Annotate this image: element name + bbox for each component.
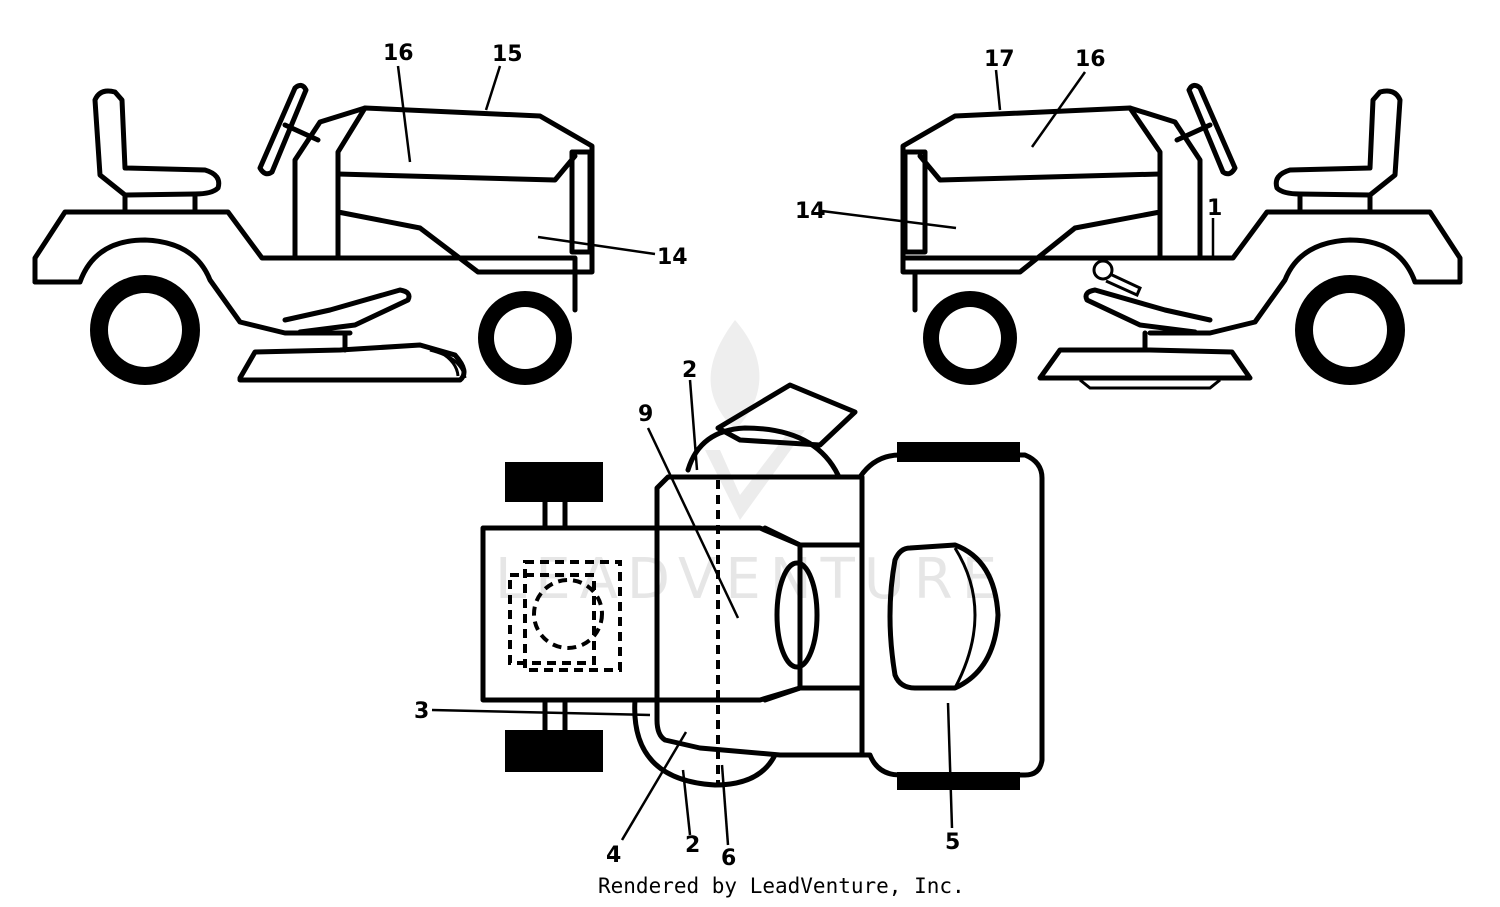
left-foot-pedal (282, 287, 412, 335)
tractor-right-side-view (900, 82, 1463, 390)
top-rear-tire-lower (505, 730, 603, 772)
left-rear-fender (32, 209, 578, 313)
right-lever (1105, 272, 1142, 297)
callout-right-17: 17 (984, 47, 1015, 72)
callout-top-5: 5 (945, 830, 960, 855)
right-mower-deck (1037, 347, 1253, 381)
top-deck-upper-arc (685, 425, 841, 478)
left-hood (335, 105, 595, 275)
left-dash (292, 105, 368, 261)
left-grille (569, 149, 593, 255)
leader-left-14 (537, 235, 656, 256)
leader-right-16 (1030, 71, 1087, 148)
top-engine-cover-detail (953, 547, 977, 689)
right-frame-lower (1147, 237, 1463, 336)
top-discharge-chute (715, 382, 858, 448)
leader-left-16 (396, 65, 412, 163)
callout-left-14: 14 (657, 245, 688, 270)
leader-top-9 (646, 427, 740, 619)
callout-bottom-2: 2 (685, 833, 700, 858)
left-hood-line (335, 153, 578, 183)
watermark-flame-icon (710, 320, 760, 430)
callout-top-6: 6 (721, 846, 736, 871)
top-engine-cover (887, 542, 1001, 691)
callout-top-4: 4 (606, 843, 621, 868)
right-seat-back (1273, 88, 1403, 198)
top-rear-axle-upper (542, 499, 568, 531)
top-rear-tire-upper (505, 462, 603, 502)
right-rear-hub (1313, 293, 1387, 367)
leader-right-17 (994, 69, 1002, 111)
callout-right-1: 1 (1207, 196, 1222, 221)
right-lever-knob (1092, 259, 1114, 281)
watermark: LEADVENTURE (495, 320, 1006, 612)
top-fuel-cap (532, 578, 604, 650)
leader-top-2 (688, 379, 699, 471)
top-front-tire-upper (897, 442, 1020, 462)
callout-left-15: 15 (492, 42, 523, 67)
watermark-text: LEADVENTURE (495, 547, 1006, 612)
right-grille (902, 149, 928, 255)
left-seat-back (92, 88, 222, 198)
left-seat-post (122, 191, 198, 215)
callout-top-2: 2 (682, 358, 697, 383)
footer-credit: Rendered by LeadVenture, Inc. (598, 874, 965, 898)
tractor-left-side-view (32, 82, 595, 385)
top-frame (654, 452, 1045, 778)
right-deck-skirt (1079, 378, 1221, 390)
right-seat-post (1297, 191, 1373, 215)
left-frame-lower (32, 237, 353, 336)
left-steering-wheel (257, 82, 309, 177)
leader-left-15 (484, 65, 502, 111)
leader-lines (396, 65, 1215, 846)
top-deck-lower-arc (632, 697, 778, 788)
left-mower-deck (237, 342, 467, 383)
leader-top-4 (620, 731, 688, 841)
callout-top-3: 3 (414, 699, 429, 724)
left-rear-hub (108, 293, 182, 367)
leader-top-5 (946, 702, 954, 829)
top-fuel-tank (523, 560, 622, 672)
top-fender-front (762, 525, 865, 703)
leader-top-3 (431, 708, 651, 717)
right-rear-fender (902, 209, 1463, 285)
right-dash (1127, 105, 1203, 261)
right-front-hub (939, 307, 1001, 369)
right-hood (900, 105, 1163, 275)
right-steering-wheel (1186, 82, 1238, 177)
top-steering-wheel (774, 560, 820, 670)
tractor-top-view (480, 382, 1045, 790)
right-hood-line (917, 153, 1163, 183)
leader-top-6 (720, 764, 730, 846)
callout-top-9: 9 (638, 402, 653, 427)
leader-bottom-2 (681, 769, 692, 836)
callout-right-14: 14 (795, 199, 826, 224)
callout-right-16: 16 (1075, 47, 1106, 72)
left-deck-chute (429, 348, 467, 379)
top-rear-axle-lower (542, 697, 568, 733)
left-front-hub (494, 307, 556, 369)
top-fuel-tank-outer (508, 573, 596, 665)
right-foot-pedal (1083, 287, 1213, 335)
watermark-check-icon (705, 430, 805, 520)
callout-labels: 16 15 14 17 16 14 1 2 9 3 4 2 6 5 (383, 41, 1222, 871)
callout-left-16: 16 (383, 41, 414, 66)
leader-right-14 (821, 209, 957, 230)
